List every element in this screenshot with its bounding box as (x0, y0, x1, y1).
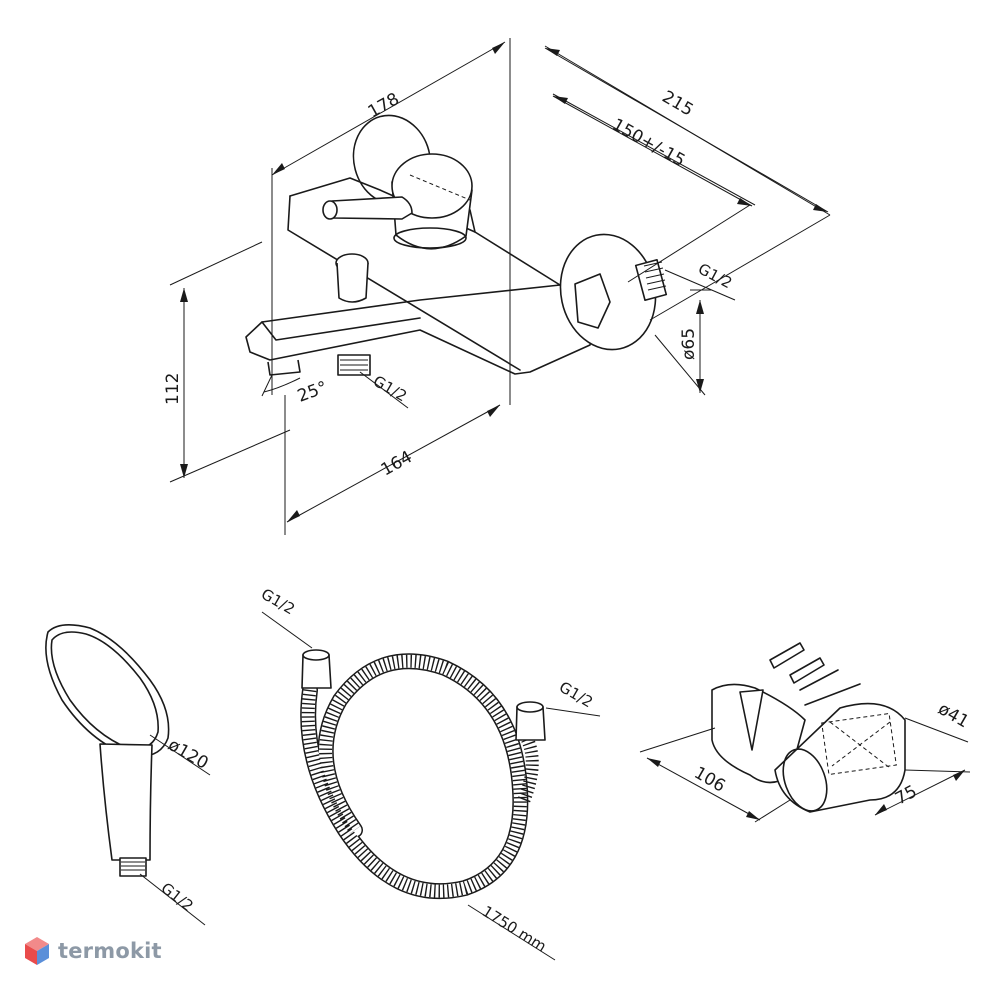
shower-diameter-label: ø120 (165, 735, 212, 774)
shower-hose: G1/2 G1/2 1750 mm (258, 585, 601, 961)
spout-thread-label: G1/2 (370, 372, 410, 405)
holder-length-label: 106 (691, 763, 729, 797)
inlet-thread (634, 258, 668, 302)
diverter-knob (336, 262, 369, 303)
centre-distance-label: 150+/-15 (609, 115, 689, 171)
lever-handle (327, 196, 413, 220)
length-dimension-label: 164 (378, 447, 416, 480)
projection-dimension-label: 215 (659, 87, 697, 121)
cartridge-top (391, 153, 473, 219)
faucet-body (245, 284, 596, 375)
hose-length-label: 1750 mm (479, 902, 550, 956)
mounting-kit (769, 642, 861, 706)
shower-handle (99, 743, 153, 861)
height-dimension-label: 112 (163, 373, 183, 405)
watermark: termokit (24, 936, 162, 966)
spout-outlet (267, 359, 301, 376)
holder-diameter-label: ø41 (935, 699, 973, 732)
inlet-thread-label: G1/2 (695, 260, 735, 293)
faucet-dimensions: 178 215 150+/-15 G1/2 ø65 112 25° G1/2 (163, 38, 831, 535)
wall-holder: 106 75 ø41 (639, 642, 973, 823)
shower-thread (119, 857, 147, 877)
shower-head-face (50, 631, 159, 750)
bath-mixer-faucet (245, 114, 668, 376)
holder-cylinder (774, 702, 906, 813)
hand-shower: ø120 G1/2 (45, 624, 212, 926)
termokit-logo-icon (25, 937, 49, 965)
shower-thread-label: G1/2 (158, 879, 197, 915)
watermark-text: termokit (58, 939, 162, 963)
hose-thread-right-label: G1/2 (556, 678, 596, 711)
flange-diameter-label: ø65 (679, 328, 699, 360)
spout-angle-label: 25° (295, 378, 330, 407)
